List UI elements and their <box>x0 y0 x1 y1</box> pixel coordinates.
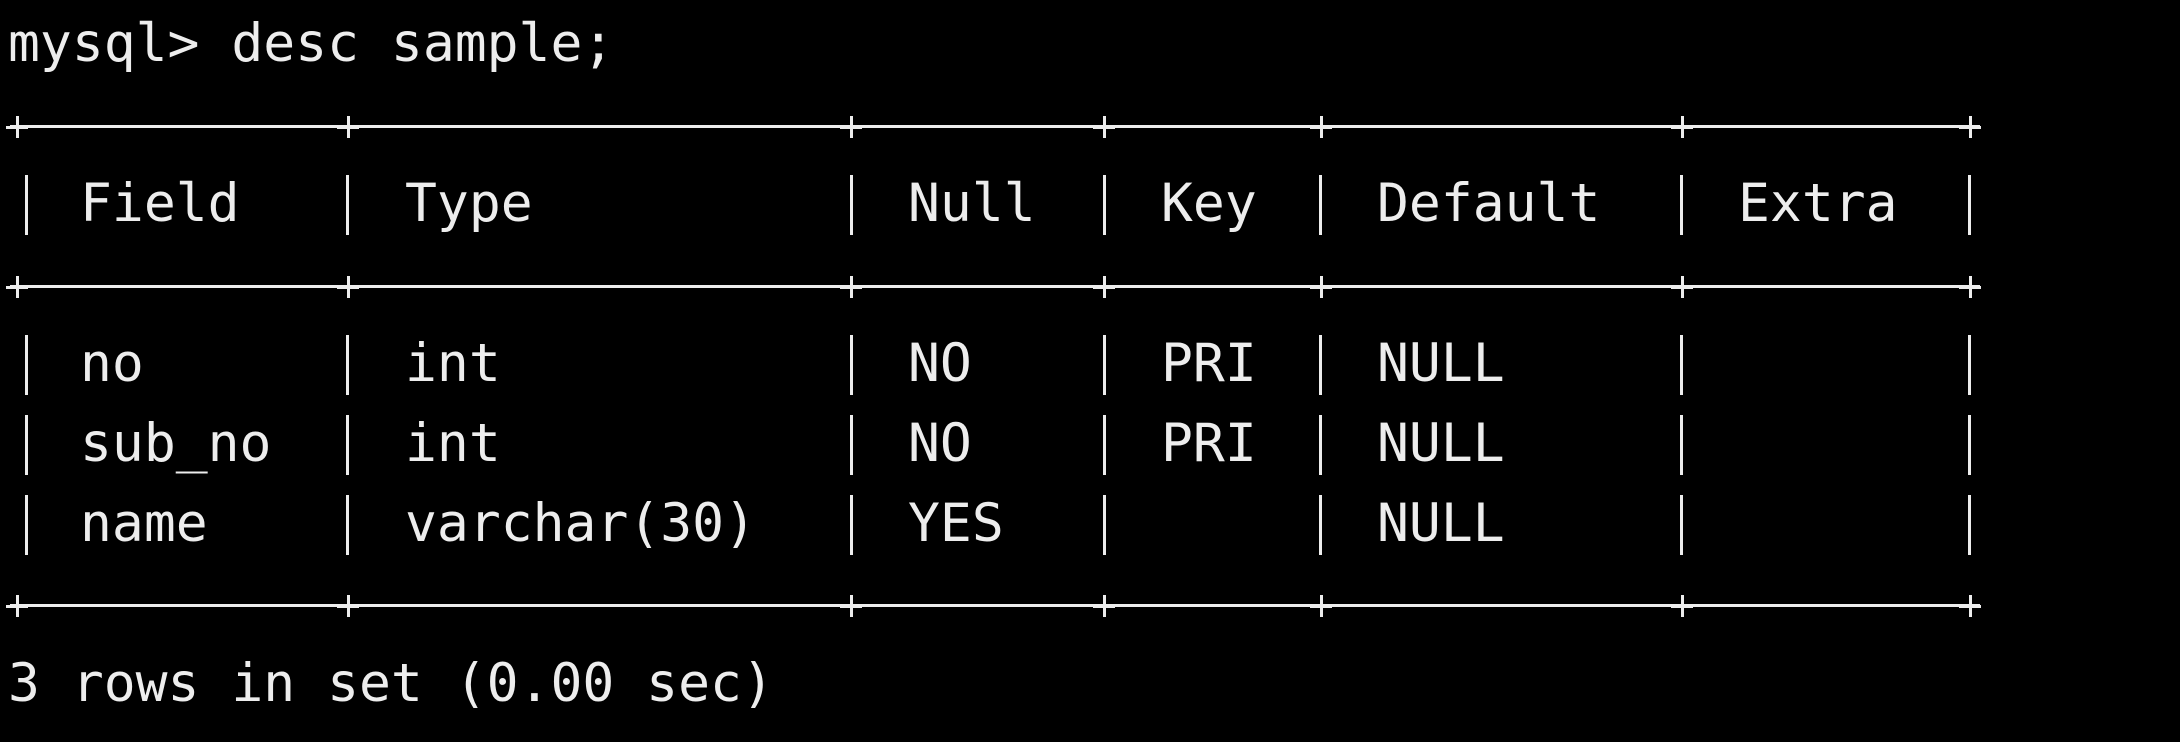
table-corner <box>6 595 28 617</box>
table-divider <box>1103 175 1106 235</box>
table-cell-field: name <box>80 493 208 554</box>
prompt-line: mysql> desc sample; <box>8 4 614 84</box>
table-cell-default: NULL <box>1377 333 1505 394</box>
table-corner <box>6 116 28 138</box>
column-header-null: Null <box>908 173 1036 234</box>
column-header-key: Key <box>1161 173 1257 234</box>
table-divider <box>25 415 28 475</box>
table-divider <box>1319 415 1322 475</box>
table-cell-type: varchar(30) <box>405 493 756 554</box>
table-corner <box>1093 116 1115 138</box>
table-corner <box>1310 276 1332 298</box>
table-divider <box>1103 415 1106 475</box>
table-divider <box>850 175 853 235</box>
table-divider <box>1103 335 1106 395</box>
column-header-default: Default <box>1377 173 1601 234</box>
table-corner <box>1671 595 1693 617</box>
table-divider <box>850 415 853 475</box>
table-divider <box>25 175 28 235</box>
table-cell-field: no <box>80 333 144 394</box>
column-header-extra: Extra <box>1738 173 1898 234</box>
table-divider <box>1680 415 1683 475</box>
table-corner <box>840 595 862 617</box>
table-border-bottom <box>10 604 1980 607</box>
table-corner <box>1959 595 1981 617</box>
table-divider <box>1680 495 1683 555</box>
table-cell-default: NULL <box>1377 493 1505 554</box>
table-corner <box>1093 595 1115 617</box>
column-header-field: Field <box>80 173 240 234</box>
table-cell-key: PRI <box>1161 333 1257 394</box>
table-cell-null: NO <box>908 413 972 474</box>
table-divider <box>850 335 853 395</box>
table-divider <box>1680 175 1683 235</box>
table-cell-default: NULL <box>1377 413 1505 474</box>
table-corner <box>337 595 359 617</box>
table-divider <box>1319 495 1322 555</box>
table-corner <box>1959 116 1981 138</box>
table-divider <box>1319 175 1322 235</box>
table-corner <box>1310 116 1332 138</box>
table-divider <box>1680 335 1683 395</box>
table-divider <box>1103 495 1106 555</box>
table-corner <box>840 116 862 138</box>
table-corner <box>1671 276 1693 298</box>
column-header-type: Type <box>405 173 533 234</box>
table-corner <box>1671 116 1693 138</box>
table-divider <box>1968 495 1971 555</box>
table-divider <box>25 335 28 395</box>
table-corner <box>6 276 28 298</box>
table-corner <box>337 276 359 298</box>
result-summary: 3 rows in set (0.00 sec) <box>8 653 774 714</box>
table-corner <box>1310 595 1332 617</box>
table-cell-type: int <box>405 333 501 394</box>
prompt-symbol: mysql> <box>8 13 200 74</box>
table-corner <box>337 116 359 138</box>
table-divider <box>25 495 28 555</box>
table-divider <box>1968 415 1971 475</box>
table-corner <box>840 276 862 298</box>
table-divider <box>346 335 349 395</box>
table-cell-key: PRI <box>1161 413 1257 474</box>
table-cell-null: NO <box>908 333 972 394</box>
table-divider <box>1319 335 1322 395</box>
table-cell-null: YES <box>908 493 1004 554</box>
table-divider <box>346 495 349 555</box>
table-cell-field: sub_no <box>80 413 272 474</box>
table-border-top <box>10 125 1980 128</box>
table-corner <box>1093 276 1115 298</box>
table-divider <box>1968 335 1971 395</box>
table-cell-type: int <box>405 413 501 474</box>
table-corner <box>1959 276 1981 298</box>
table-divider <box>1968 175 1971 235</box>
table-divider <box>346 415 349 475</box>
table-border-header <box>10 285 1980 288</box>
table-divider <box>346 175 349 235</box>
table-divider <box>850 495 853 555</box>
command-text: desc sample; <box>231 13 615 74</box>
